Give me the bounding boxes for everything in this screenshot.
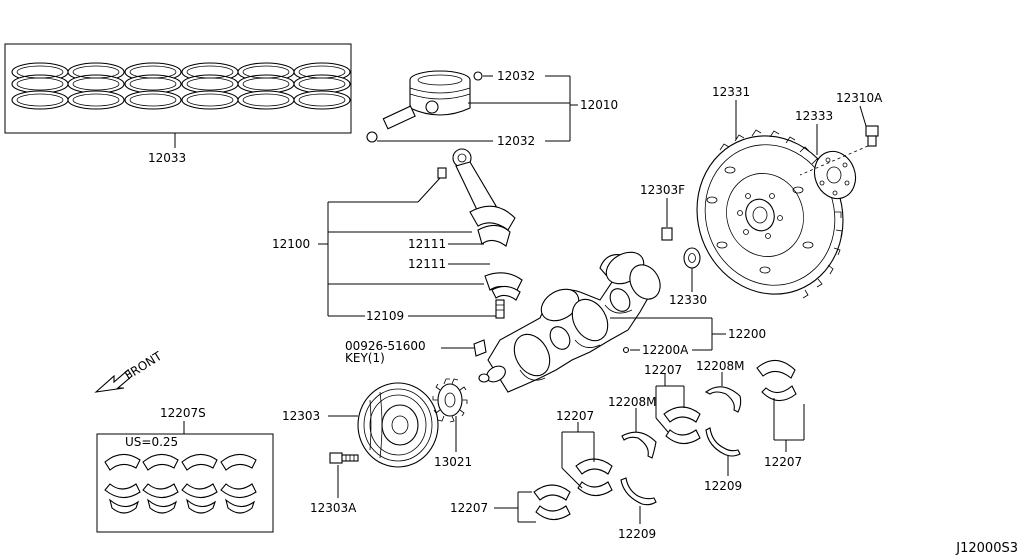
label-12331: 12331 [712, 85, 750, 99]
label-12207S: 12207S [160, 406, 206, 420]
flywheel-bolt [799, 125, 879, 176]
main-bearings [533, 359, 797, 521]
diagram-code: J12000S3 [955, 541, 1018, 556]
front-arrow-icon [94, 369, 133, 393]
piston-ring-set [4, 43, 352, 148]
label-12303A: 12303A [310, 501, 357, 515]
label-12209-right: 12209 [704, 479, 742, 493]
dowel-pin [661, 227, 673, 241]
thrust-washers [620, 386, 742, 506]
label-12111-lower: 12111 [408, 257, 446, 271]
label-13021: 13021 [434, 455, 472, 469]
piston-leader-lines [377, 75, 578, 142]
label-12310A: 12310A [836, 91, 883, 105]
crankshaft-pulley [357, 382, 439, 468]
label-12032-top: 12032 [497, 69, 535, 83]
label-12200: 12200 [728, 327, 766, 341]
piston [366, 70, 483, 143]
flywheel [696, 129, 844, 299]
bearing-set-box [96, 433, 274, 533]
pulley-bolt [329, 452, 359, 464]
conrod-leader-lines [318, 177, 496, 317]
reinforcement-plate [813, 150, 857, 200]
label-12109: 12109 [366, 309, 404, 323]
label-12303: 12303 [282, 409, 320, 423]
label-12209-lower: 12209 [618, 527, 656, 541]
crankshaft [478, 251, 661, 393]
label-12200A: 12200A [642, 343, 689, 357]
label-12010: 12010 [580, 98, 618, 112]
label-00926-51600: 00926-51600 [345, 339, 426, 353]
bearing-leader-lines [494, 372, 805, 524]
label-12111-upper: 12111 [408, 237, 446, 251]
front-label: FRONT [122, 349, 165, 383]
crank-sprocket [432, 378, 468, 423]
label-key: KEY(1) [345, 351, 385, 365]
crankshaft-leader-lines [441, 317, 726, 351]
crankshaft-plug [622, 346, 630, 354]
connecting-rod [437, 148, 523, 319]
label-12208M-right: 12208M [696, 359, 745, 373]
label-12330: 12330 [669, 293, 707, 307]
label-12100: 12100 [272, 237, 310, 251]
label-12207-lower: 12207 [450, 501, 488, 515]
woodruff-key [473, 339, 487, 357]
label-12207-upper: 12207 [644, 363, 682, 377]
label-12303F: 12303F [640, 183, 685, 197]
label-12208M-mid: 12208M [608, 395, 657, 409]
label-12333: 12333 [795, 109, 833, 123]
label-12207-right: 12207 [764, 455, 802, 469]
pilot-bushing [683, 247, 701, 269]
bearing-set-undersize: US=0.25 [125, 435, 178, 449]
label-12033: 12033 [148, 151, 186, 165]
label-12207-center: 12207 [556, 409, 594, 423]
label-12032-bottom: 12032 [497, 134, 535, 148]
